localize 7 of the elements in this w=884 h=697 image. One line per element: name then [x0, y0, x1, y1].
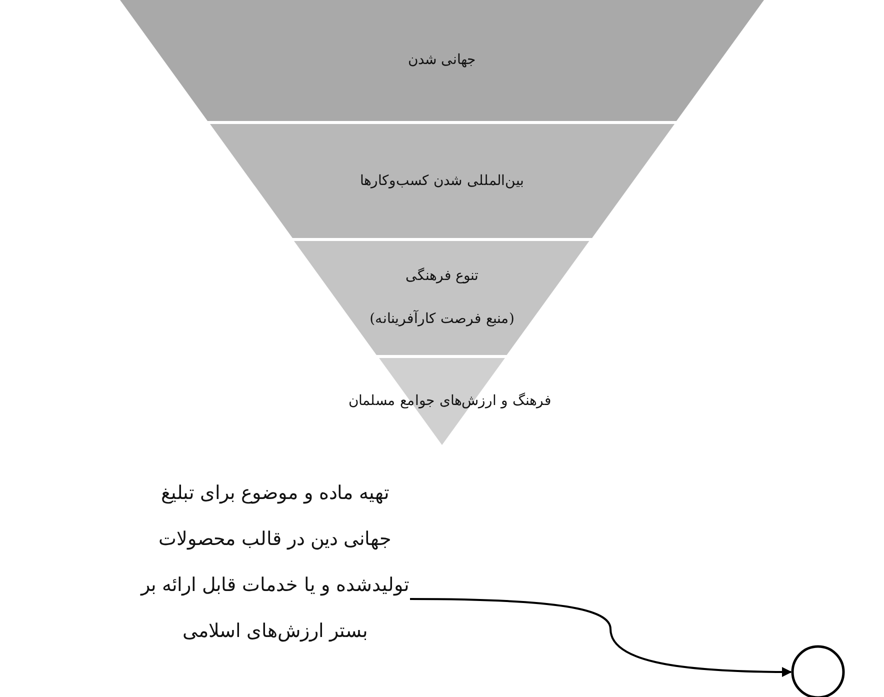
- band-label: تنوع فرهنگی: [405, 266, 479, 286]
- description-text: تهیه ماده و موضوع برای تبلیغ جهانی دین در قالب محصولات تولیدشده و یا خدمات قابل ارائه بر بستر ارزش‌های اسلامی: [140, 481, 410, 644]
- band-label: جهانی شدن: [408, 51, 476, 70]
- band-label: (منبع فرصت کارآفرینانه): [370, 309, 514, 329]
- band-label: فرهنگ و ارزش‌های جوامع مسلمان: [348, 392, 552, 411]
- band-label: بین‌المللی شدن کسب‌وکارها: [360, 172, 524, 190]
- curved-arrow: [410, 598, 792, 677]
